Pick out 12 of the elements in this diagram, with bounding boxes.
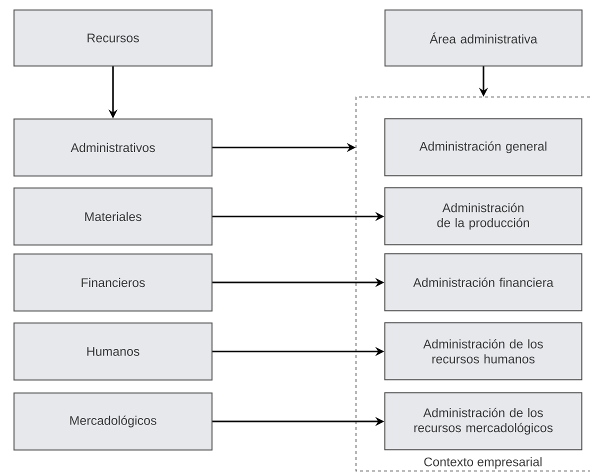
process-box: Administración financiera	[384, 253, 582, 312]
process-box: Administración de los recursos humanos	[384, 322, 582, 380]
process-box: Administración de los recursos mercadológicos	[384, 392, 582, 450]
process-box: Mercadológicos	[14, 392, 212, 450]
process-box: Humanos	[14, 322, 212, 380]
process-box: Área administrativa	[384, 10, 582, 66]
process-box: Administración de la producción	[384, 187, 582, 246]
process-box: Financieros	[14, 254, 212, 312]
process-box: Recursos	[14, 10, 212, 66]
process-box: Administración general	[384, 118, 582, 176]
process-box: Administrativos	[14, 118, 212, 176]
process-box: Materiales	[14, 188, 212, 246]
